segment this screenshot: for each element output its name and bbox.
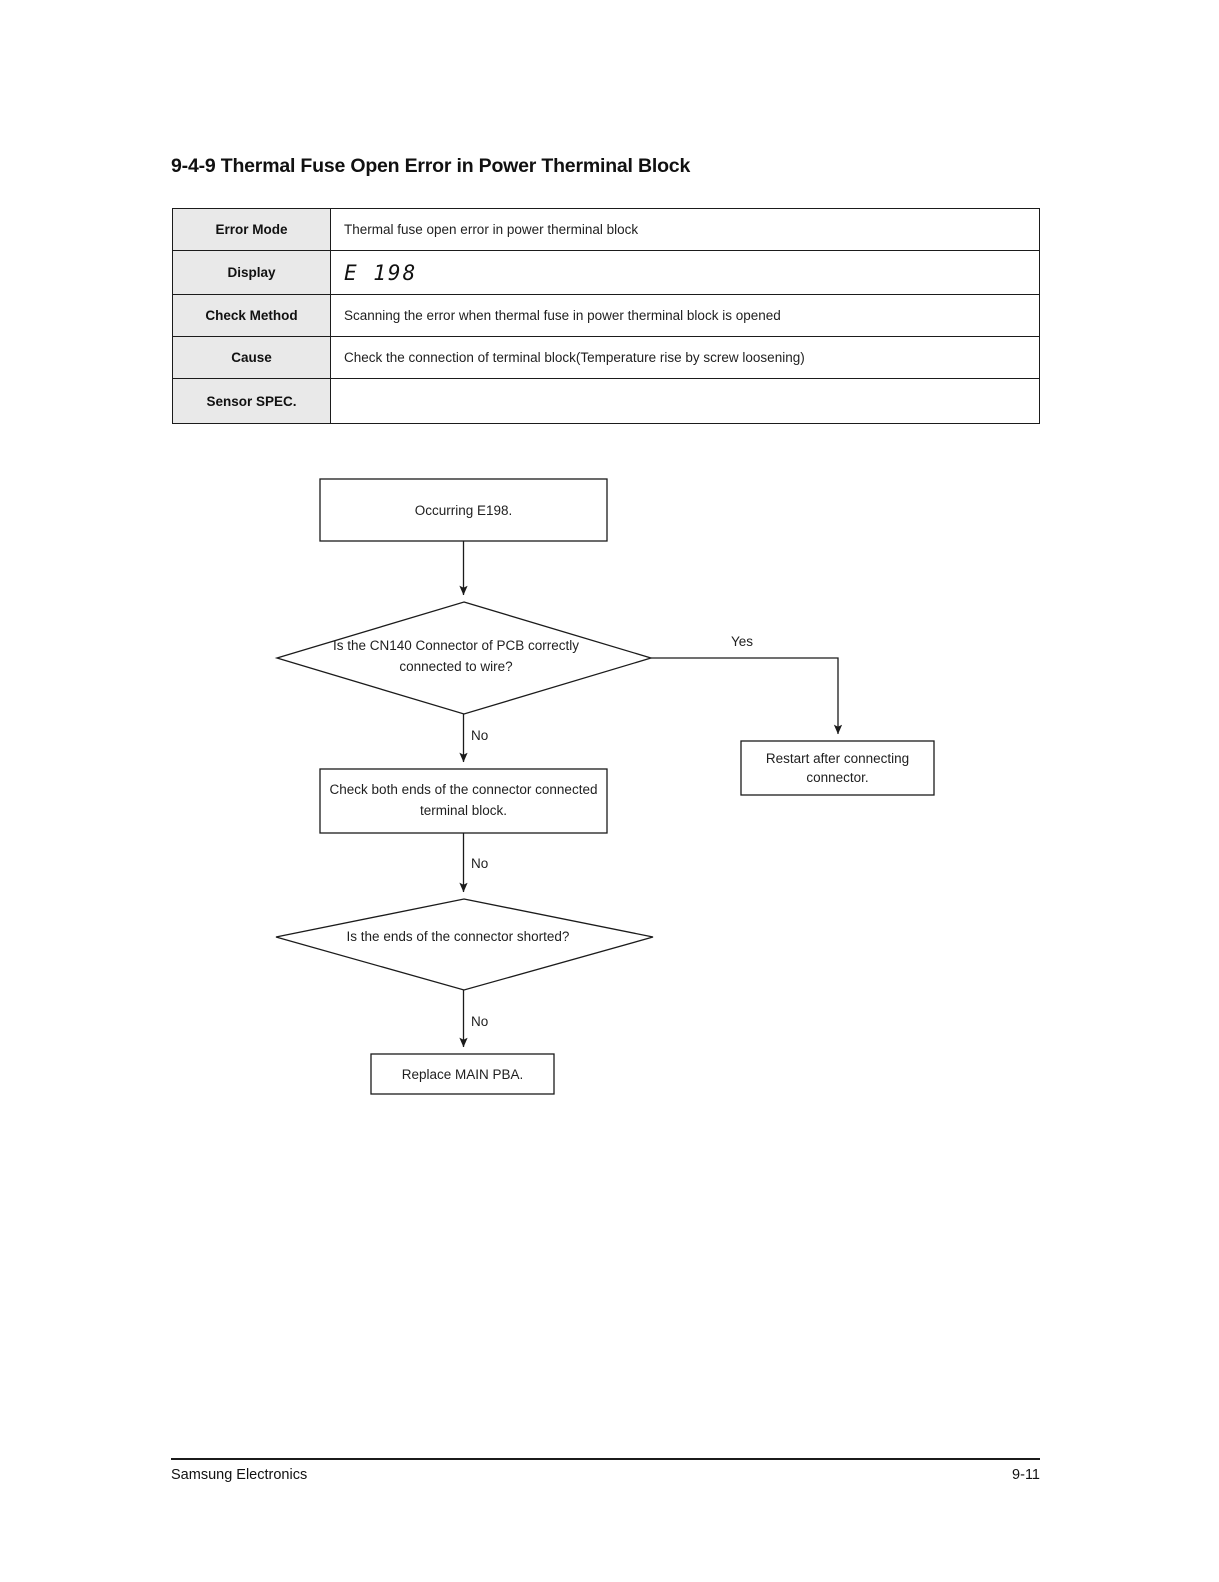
edge-decision1-yes	[651, 657, 843, 735]
table-row-error-mode: Error Mode Thermal fuse open error in po…	[172, 208, 1040, 251]
row-label-sensor-spec: Sensor SPEC.	[172, 378, 331, 424]
flow-node-replace-main-pba-label: Replace MAIN PBA.	[402, 1067, 524, 1082]
footer-divider	[171, 1458, 1040, 1460]
flow-node-check-connector-ends	[319, 768, 608, 834]
edge-label-no-3: No	[471, 1014, 488, 1029]
row-label-cause: Cause	[172, 336, 331, 379]
display-code-lcd: E 198	[344, 260, 418, 285]
flow-node-decision-cn140	[274, 601, 654, 715]
row-label-error-mode: Error Mode	[172, 208, 331, 251]
row-value-cause: Check the connection of terminal block(T…	[330, 336, 1040, 379]
row-label-display: Display	[172, 250, 331, 295]
row-value-check-method: Scanning the error when thermal fuse in …	[330, 294, 1040, 337]
page-title: 9-4-9 Thermal Fuse Open Error in Power T…	[171, 155, 691, 177]
edge-label-yes: Yes	[731, 634, 753, 649]
flow-node-restart	[740, 740, 935, 796]
table-row-sensor-spec: Sensor SPEC.	[172, 378, 1040, 424]
flow-node-decision-shorted-label: Is the ends of the connector shorted?	[347, 929, 570, 944]
edge-label-no-2: No	[471, 856, 488, 871]
table-row-display: Display E 198	[172, 250, 1040, 295]
row-label-check-method: Check Method	[172, 294, 331, 337]
footer-company-name: Samsung Electronics	[171, 1467, 308, 1483]
flow-node-check-label-line1: Check both ends of the connector connect…	[330, 782, 598, 797]
flow-node-start	[319, 478, 608, 542]
row-value-sensor-spec	[330, 378, 1040, 424]
table-row-check-method: Check Method Scanning the error when the…	[172, 294, 1040, 337]
footer-page-number: 9-11	[1012, 1467, 1040, 1483]
flow-node-decision-cn140-label-line1: Is the CN140 Connector of PCB correctly	[333, 638, 579, 653]
row-value-display: E 198	[330, 250, 1040, 295]
edge-label-no-1: No	[471, 728, 488, 743]
flow-node-replace-main-pba	[370, 1053, 555, 1095]
flow-node-decision-cn140-label-line2: connected to wire?	[399, 659, 512, 674]
flow-node-restart-label-line1: Restart after connecting	[766, 751, 909, 766]
error-spec-table: Error Mode Thermal fuse open error in po…	[172, 208, 1040, 424]
flow-node-check-label-line2: terminal block.	[420, 803, 507, 818]
row-value-error-mode: Thermal fuse open error in power thermin…	[330, 208, 1040, 251]
flow-node-decision-shorted	[275, 898, 654, 991]
flow-node-start-label: Occurring E198.	[415, 503, 513, 518]
table-row-cause: Cause Check the connection of terminal b…	[172, 336, 1040, 379]
flow-node-restart-label-line2: connector.	[806, 770, 868, 785]
